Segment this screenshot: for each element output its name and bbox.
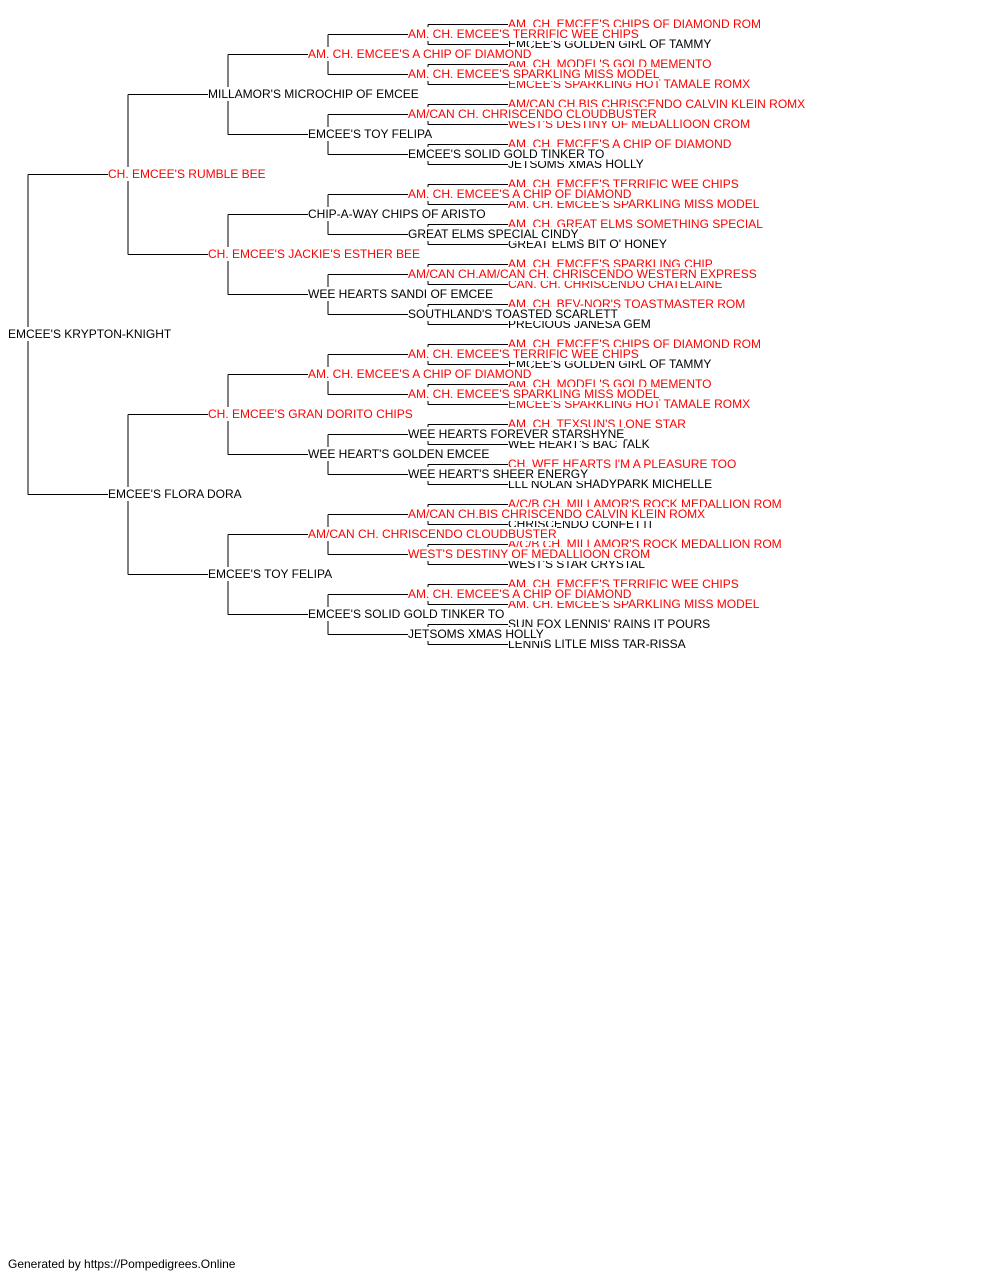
ancestor-name-gen4[interactable]: AM/CAN CH.BIS CHRISCENDO CALVIN KLEIN RO… bbox=[408, 507, 706, 521]
ancestor-name-gen2[interactable]: CH. EMCEE'S JACKIE'S ESTHER BEE bbox=[208, 247, 420, 261]
ancestor-name-gen5[interactable]: LENNIS LITLE MISS TAR-RISSA bbox=[508, 637, 686, 651]
ancestor-name-gen3[interactable]: AM. CH. EMCEE'S A CHIP OF DIAMOND bbox=[308, 47, 532, 61]
ancestor-name-gen3[interactable]: WEE HEART'S GOLDEN EMCEE bbox=[308, 447, 490, 461]
generated-by-footer: Generated by https://Pompedigrees.Online bbox=[8, 1257, 236, 1271]
ancestor-name-gen4[interactable]: WEE HEARTS FOREVER STARSHYNE bbox=[408, 427, 625, 441]
ancestor-name-gen4[interactable]: AM. CH. EMCEE'S SPARKLING MISS MODEL bbox=[408, 387, 660, 401]
ancestor-name-gen1[interactable]: EMCEE'S FLORA DORA bbox=[108, 487, 242, 501]
ancestor-name-gen4[interactable]: EMCEE'S SOLID GOLD TINKER TO bbox=[408, 147, 605, 161]
ancestor-name-gen5[interactable]: SUN FOX LENNIS' RAINS IT POURS bbox=[508, 617, 711, 631]
ancestor-name-gen4[interactable]: GREAT ELMS SPECIAL CINDY bbox=[408, 227, 579, 241]
ancestor-name-gen2[interactable]: CH. EMCEE'S GRAN DORITO CHIPS bbox=[208, 407, 413, 421]
ancestor-name-gen2[interactable]: MILLAMOR'S MICROCHIP OF EMCEE bbox=[208, 87, 419, 101]
ancestor-name-gen3[interactable]: AM. CH. EMCEE'S A CHIP OF DIAMOND bbox=[308, 367, 532, 381]
ancestor-name-gen3[interactable]: EMCEE'S SOLID GOLD TINKER TO bbox=[308, 607, 505, 621]
ancestor-name-gen4[interactable]: SOUTHLAND'S TOASTED SCARLETT bbox=[408, 307, 618, 321]
ancestor-name-gen4[interactable]: WEE HEART'S SHEER ENERGY bbox=[408, 467, 589, 481]
ancestor-name-gen4[interactable]: AM. CH. EMCEE'S A CHIP OF DIAMOND bbox=[408, 187, 632, 201]
ancestor-name-gen4[interactable]: AM. CH. EMCEE'S SPARKLING MISS MODEL bbox=[408, 67, 660, 81]
ancestor-name-gen3[interactable]: CHIP-A-WAY CHIPS OF ARISTO bbox=[308, 207, 486, 221]
subject-dog-name[interactable]: EMCEE'S KRYPTON-KNIGHT bbox=[8, 327, 172, 341]
ancestor-name-gen3[interactable]: WEE HEARTS SANDI OF EMCEE bbox=[308, 287, 494, 301]
ancestor-name-gen1[interactable]: CH. EMCEE'S RUMBLE BEE bbox=[108, 167, 266, 181]
ancestor-name-gen4[interactable]: AM. CH. EMCEE'S TERRIFIC WEE CHIPS bbox=[408, 27, 639, 41]
ancestor-name-gen4[interactable]: JETSOMS XMAS HOLLY bbox=[408, 627, 544, 641]
ancestor-name-gen4[interactable]: AM/CAN CH.AM/CAN CH. CHRISCENDO WESTERN … bbox=[408, 267, 757, 281]
ancestor-name-gen4[interactable]: AM. CH. EMCEE'S A CHIP OF DIAMOND bbox=[408, 587, 632, 601]
ancestor-name-gen3[interactable]: EMCEE'S TOY FELIPA bbox=[308, 127, 433, 141]
ancestor-name-gen4[interactable]: AM/CAN CH. CHRISCENDO CLOUDBUSTER bbox=[408, 107, 657, 121]
ancestor-name-gen4[interactable]: WEST'S DESTINY OF MEDALLIOON CROM bbox=[408, 547, 651, 561]
ancestor-name-gen4[interactable]: AM. CH. EMCEE'S TERRIFIC WEE CHIPS bbox=[408, 347, 639, 361]
ancestor-name-gen3[interactable]: AM/CAN CH. CHRISCENDO CLOUDBUSTER bbox=[308, 527, 557, 541]
ancestor-name-gen2[interactable]: EMCEE'S TOY FELIPA bbox=[208, 567, 333, 581]
